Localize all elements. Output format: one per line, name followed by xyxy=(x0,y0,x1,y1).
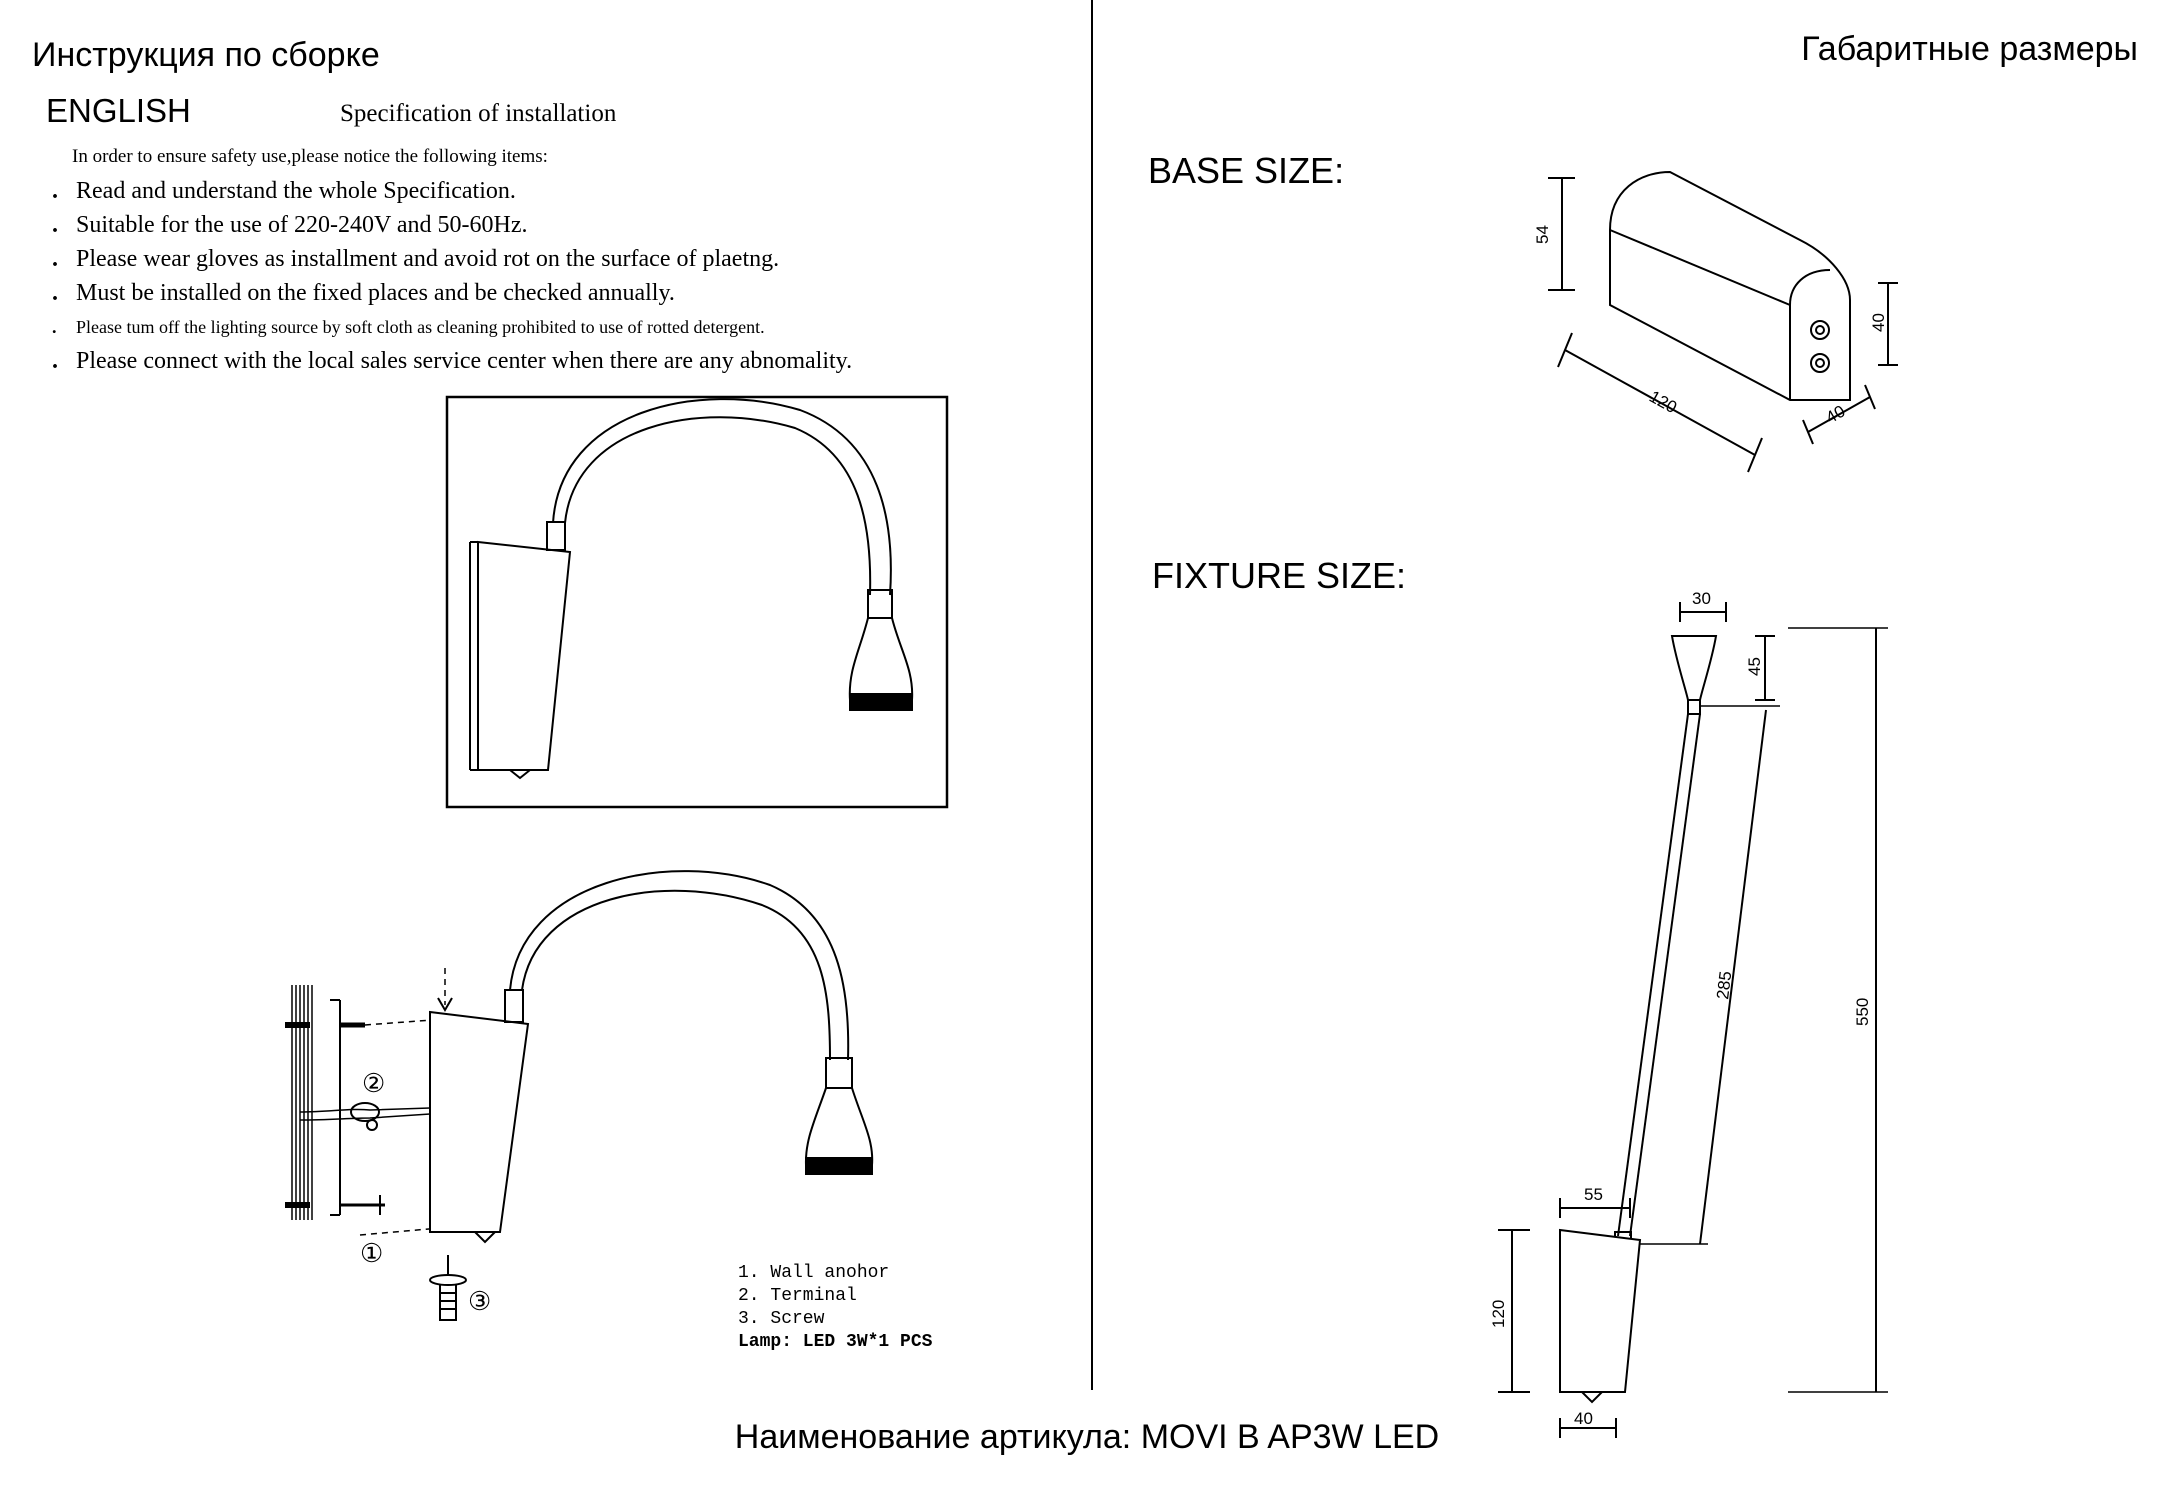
list-item: .Suitable for the use of 220-240V and 50… xyxy=(52,212,528,238)
dimensions-title: Габаритные размеры xyxy=(1801,30,2138,68)
list-item: .Please connect with the local sales ser… xyxy=(52,348,853,374)
fixture-arm-dim: 285 xyxy=(1713,970,1735,1000)
list-item: .Read and understand the whole Specifica… xyxy=(52,178,516,204)
wall-hatching xyxy=(291,985,313,1220)
illustration-frame xyxy=(445,395,949,809)
marker-2: ② xyxy=(362,1068,385,1098)
base-size-label: BASE SIZE: xyxy=(1148,150,1345,191)
assembly-drawing xyxy=(285,870,874,1321)
legend-item: 3. Screw xyxy=(738,1309,825,1329)
language-heading: ENGLISH xyxy=(46,92,191,129)
lamp-illustration xyxy=(445,395,949,809)
screw xyxy=(429,1255,467,1321)
list-item: .Please wear gloves as installment and a… xyxy=(52,246,780,272)
lamp-spec: Lamp: LED 3W*1 PCS xyxy=(738,1332,933,1352)
base-length-dim: 120 xyxy=(1646,387,1680,417)
article-name: Наименование артикула: MOVI B AP3W LED xyxy=(734,1418,1440,1456)
fixture-head-width-dim: 30 xyxy=(1692,589,1711,608)
intro-text: In order to ensure safety use,please not… xyxy=(72,146,548,167)
legend-item: 2. Terminal xyxy=(738,1286,857,1306)
list-item: .Must be installed on the fixed places a… xyxy=(52,280,675,306)
specification-heading: Specification of installation xyxy=(340,100,617,127)
safety-items-list: .Read and understand the whole Specifica… xyxy=(52,174,852,378)
base-depth-dim: 40 xyxy=(1823,402,1849,428)
assembly-instructions-title: Инструкция по сборке xyxy=(32,36,380,74)
fixture-head-height-dim: 45 xyxy=(1745,657,1764,676)
fixture-size-label: FIXTURE SIZE: xyxy=(1152,555,1407,596)
marker-3: ③ xyxy=(468,1286,491,1316)
marker-1: ① xyxy=(360,1238,383,1268)
fixture-body-width-dim: 40 xyxy=(1574,1409,1593,1428)
base-height-dim: 54 xyxy=(1533,225,1552,244)
fixture-total-dim: 550 xyxy=(1853,998,1872,1026)
fixture-size-drawing xyxy=(1498,602,1888,1438)
list-item: .Please tum off the lighting source by s… xyxy=(52,317,765,337)
parts-legend: 1. Wall anohor 2. Terminal 3. Screw Lamp… xyxy=(738,1262,932,1354)
base-width-dim: 40 xyxy=(1869,313,1888,332)
base-size-drawing xyxy=(1548,170,1898,473)
fixture-body-height-dim: 120 xyxy=(1489,1300,1508,1328)
fixture-offset-dim: 55 xyxy=(1584,1185,1603,1204)
legend-item: 1. Wall anohor xyxy=(738,1263,890,1283)
